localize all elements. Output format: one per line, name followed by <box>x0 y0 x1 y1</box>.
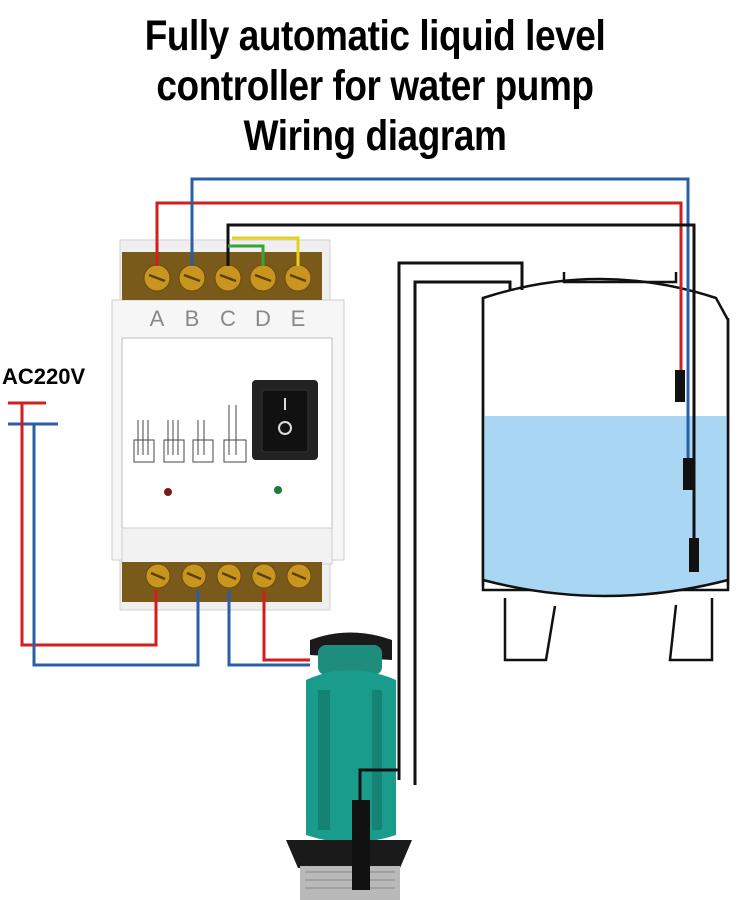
water-tank <box>481 272 730 662</box>
terminal-label-a: A <box>149 306 165 331</box>
top-terminals <box>143 264 312 292</box>
water-level <box>483 416 728 595</box>
title-line-3: Wiring diagram <box>243 112 507 160</box>
red-wire-terminal-a <box>155 201 683 372</box>
controller-unit <box>111 239 345 611</box>
green-jumper-wire <box>228 244 265 266</box>
probe-high <box>675 370 685 402</box>
title-line-2: controller for water pump <box>156 62 594 110</box>
ac-power-wires <box>8 401 310 667</box>
terminal-label-b: B <box>184 306 200 331</box>
terminal-label-d: D <box>255 306 271 331</box>
pump-outlet <box>352 800 370 890</box>
terminal-label-c: C <box>220 306 236 331</box>
yellow-jumper-wire <box>232 236 300 266</box>
submersible-pump <box>286 632 412 900</box>
power-supply-label: AC220V <box>2 364 86 389</box>
water-pipe <box>397 261 524 785</box>
probe-mid <box>683 458 693 490</box>
status-led-red <box>164 488 172 496</box>
status-led-green <box>274 486 282 494</box>
probe-low <box>689 538 699 572</box>
bottom-terminals <box>145 563 312 589</box>
panel-schematic <box>133 405 247 463</box>
blue-wire-terminal-b <box>190 177 690 462</box>
title-line-1: Fully automatic liquid level <box>144 12 606 60</box>
terminal-label-e: E <box>290 306 306 331</box>
power-switch[interactable] <box>252 380 318 460</box>
